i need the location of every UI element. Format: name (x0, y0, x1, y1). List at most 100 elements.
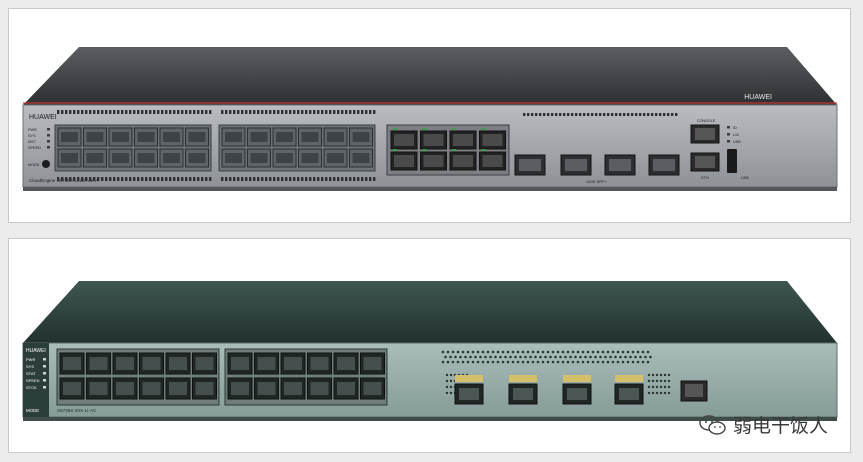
status-led-label: L/A (733, 133, 739, 137)
vent-hole (575, 113, 578, 116)
vent-hole (309, 110, 312, 114)
vent-hole (655, 373, 659, 377)
vent-hole (125, 110, 128, 114)
vent-hole (559, 113, 562, 116)
vent-hole (581, 350, 585, 354)
rj45-port-jack (337, 357, 355, 370)
vent-hole (189, 177, 192, 181)
vent-hole (636, 350, 640, 354)
vent-hole (305, 177, 308, 181)
model-label: CloudEngine S5735S-L32ST4X-A (29, 178, 99, 183)
vent-hole (616, 360, 620, 364)
indicator-label: SYS (28, 134, 36, 138)
vent-hole (445, 391, 449, 395)
vent-hole (161, 110, 164, 114)
sfp-port-slot (301, 153, 319, 163)
vent-hole (185, 177, 188, 181)
vent-hole (607, 113, 610, 116)
vent-hole (337, 110, 340, 114)
rj45-port-jack (482, 134, 503, 146)
vent-hole (563, 113, 566, 116)
vent-hole (253, 110, 256, 114)
vent-hole (181, 177, 184, 181)
rj45-port-jack (363, 382, 382, 395)
vent-hole (655, 385, 659, 389)
vent-hole (647, 373, 651, 377)
vent-hole (77, 110, 80, 114)
usb-label: USB (741, 176, 749, 180)
sfp-port-slot (352, 132, 370, 142)
vent-hole (621, 350, 625, 354)
vent-hole (141, 177, 144, 181)
vent-hole (631, 113, 634, 116)
vent-hole (667, 113, 670, 116)
status-led-label: USB (733, 140, 741, 144)
vent-hole (599, 113, 602, 116)
vent-hole (165, 110, 168, 114)
sfp-port-slot (352, 153, 370, 163)
vent-hole (619, 113, 622, 116)
vent-hole (221, 110, 224, 114)
vent-hole (616, 350, 620, 354)
vent-hole (113, 110, 116, 114)
indicator-led (43, 365, 46, 368)
vent-hole (651, 379, 655, 383)
vent-hole (269, 110, 272, 114)
rj45-port-jack (116, 382, 134, 395)
vent-hole (105, 177, 108, 181)
rj45-port-jack (310, 357, 329, 370)
vent-hole (109, 110, 112, 114)
vent-hole (644, 355, 647, 359)
vent-hole (615, 113, 618, 116)
vent-hole (476, 360, 480, 364)
vent-hole (261, 110, 264, 114)
vent-hole (596, 350, 600, 354)
vent-hole (551, 113, 554, 116)
vent-hole (329, 110, 332, 114)
vent-hole (205, 177, 208, 181)
vent-hole (594, 355, 597, 359)
sfp-port-slot (163, 153, 180, 163)
vent-hole (169, 177, 172, 181)
vent-hole (601, 360, 605, 364)
vent-hole (566, 360, 570, 364)
mode-button[interactable] (42, 160, 50, 168)
vent-hole (193, 177, 196, 181)
vent-hole (469, 355, 472, 359)
eth-label: ETH (701, 176, 709, 180)
vent-hole (313, 177, 316, 181)
vent-hole (129, 177, 132, 181)
vent-hole (639, 113, 642, 116)
usb-port[interactable] (727, 149, 737, 173)
rj45-port-jack (63, 357, 81, 370)
vent-hole (659, 113, 662, 116)
vent-hole (193, 110, 196, 114)
vent-hole (506, 350, 510, 354)
vent-hole (209, 110, 212, 114)
indicator-led (47, 146, 50, 149)
vent-hole (647, 385, 651, 389)
vent-hole (579, 355, 582, 359)
vent-hole (265, 110, 268, 114)
vent-hole (635, 113, 638, 116)
vent-hole (539, 355, 542, 359)
sfp-ports (454, 375, 644, 405)
vent-hole (651, 373, 655, 377)
vent-hole (466, 350, 470, 354)
vent-hole (494, 355, 497, 359)
indicator-led (43, 358, 46, 361)
vent-hole (496, 350, 500, 354)
vent-hole (65, 110, 68, 114)
vent-hole (449, 391, 453, 395)
vent-hole (636, 360, 640, 364)
model-label: S5735S-28X-LI-AC (57, 408, 97, 413)
vent-hole (145, 177, 148, 181)
vent-hole (149, 177, 152, 181)
vent-hole (157, 110, 160, 114)
vent-hole (484, 355, 487, 359)
vent-hole (546, 360, 550, 364)
vent-hole (541, 360, 545, 364)
vent-hole (341, 110, 344, 114)
vent-hole (153, 177, 156, 181)
